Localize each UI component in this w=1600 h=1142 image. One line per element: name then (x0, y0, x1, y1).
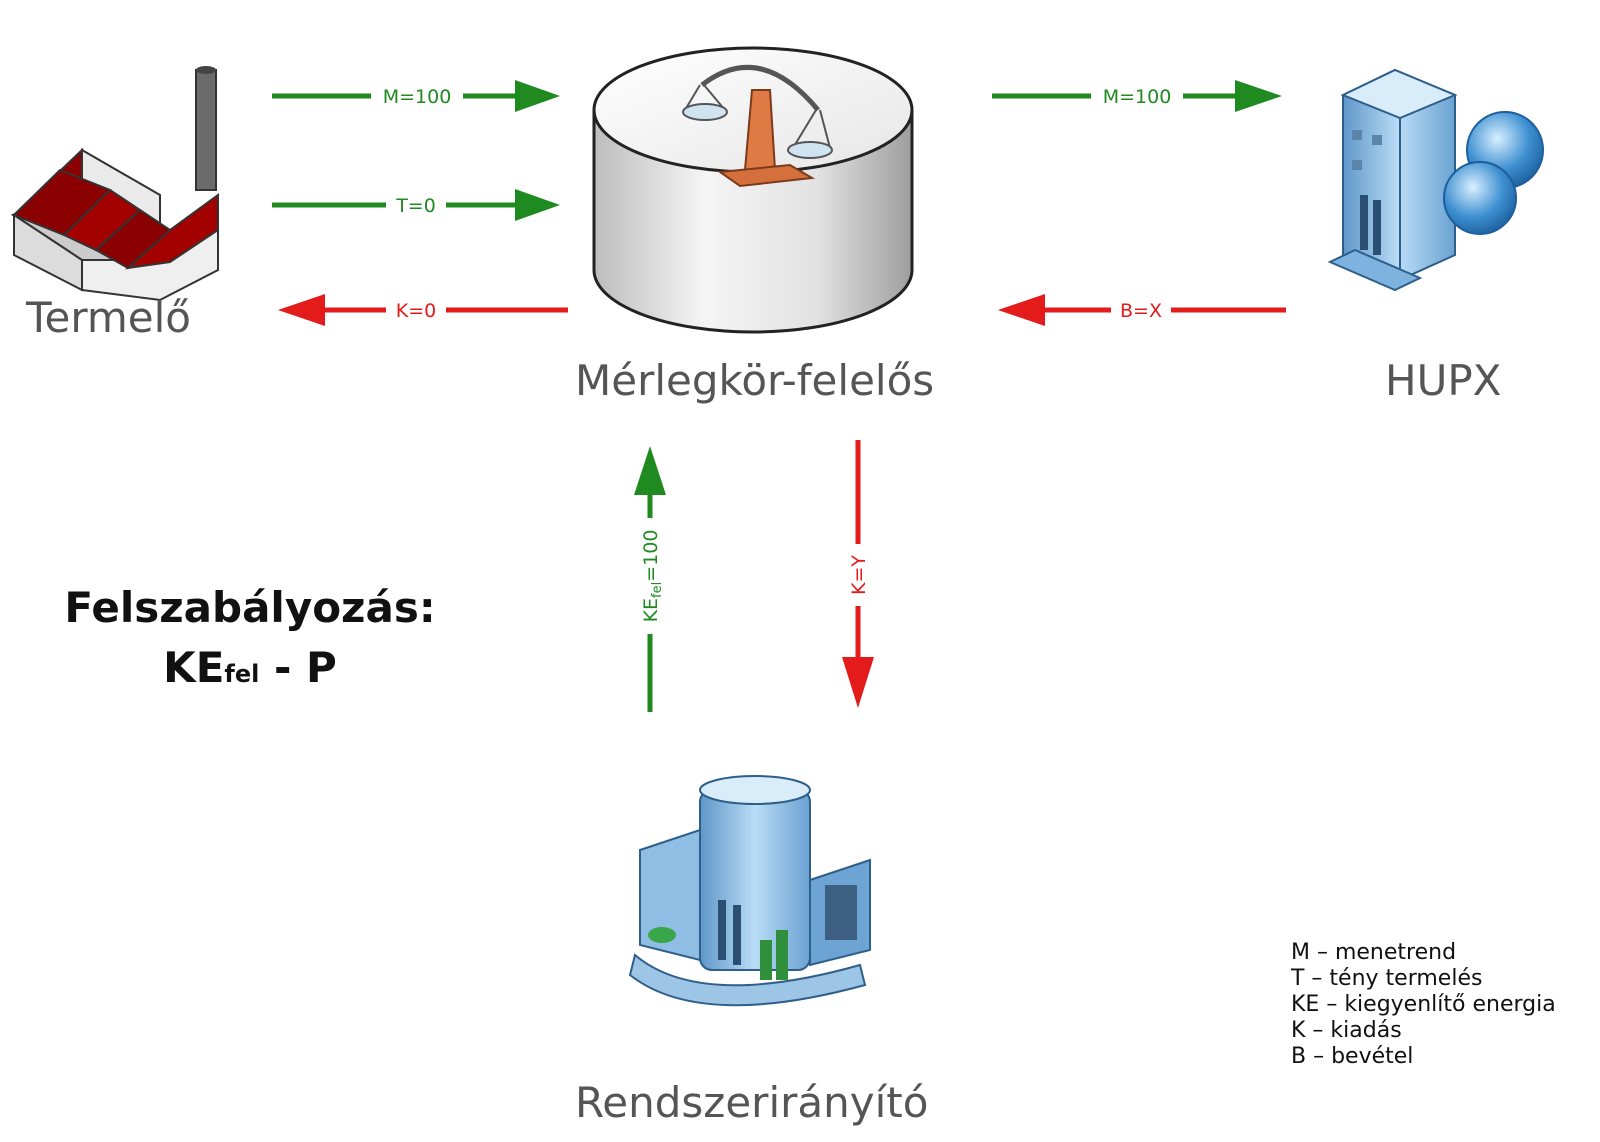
legend-item: KE – kiegyenlítő energia (1291, 992, 1556, 1017)
label-cost-to-operator: K=Y (848, 555, 870, 595)
regulation-formula: KEfel - P (40, 638, 460, 704)
label-cost-to-producer: K=0 (396, 300, 436, 322)
node-label-producer: Termelő (26, 293, 192, 342)
legend-item: T – tény termelés (1291, 966, 1483, 991)
balance-cylinder-icon (592, 46, 914, 334)
regulation-formula-sub: fel (224, 660, 260, 688)
node-label-exchange: HUPX (1385, 356, 1502, 405)
label-balancing-energy-main: KE (640, 598, 662, 622)
legend-item: K – kiadás (1291, 1018, 1402, 1043)
label-balancing-energy: KEfel=100 (640, 530, 665, 623)
label-schedule-in: M=100 (383, 86, 452, 108)
label-revenue-from-exchange: B=X (1120, 300, 1162, 322)
regulation-title: Felszabályozás: (64, 583, 436, 632)
exchange-building-icon (1327, 68, 1544, 292)
label-balancing-energy-value: =100 (640, 530, 662, 582)
label-balancing-energy-sub: fel (650, 582, 665, 598)
legend-item: M – menetrend (1291, 940, 1457, 965)
legend-item: B – bevétel (1291, 1044, 1414, 1069)
regulation-formula-tail: - P (259, 643, 337, 692)
factory-icon (10, 66, 219, 302)
label-schedule-out: M=100 (1103, 86, 1172, 108)
operator-building-icon (628, 775, 871, 1007)
label-actual-production: T=0 (395, 195, 436, 217)
scales-icon (682, 64, 833, 188)
regulation-formula-main: KE (163, 643, 225, 692)
node-label-system-operator: Rendszerirányító (575, 1078, 929, 1127)
regulation-caption: Felszabályozás: KEfel - P (40, 578, 460, 704)
node-label-balance-responsible: Mérlegkör-felelős (575, 356, 935, 405)
legend: M – menetrend T – tény termelés KE – kie… (1291, 940, 1556, 1070)
